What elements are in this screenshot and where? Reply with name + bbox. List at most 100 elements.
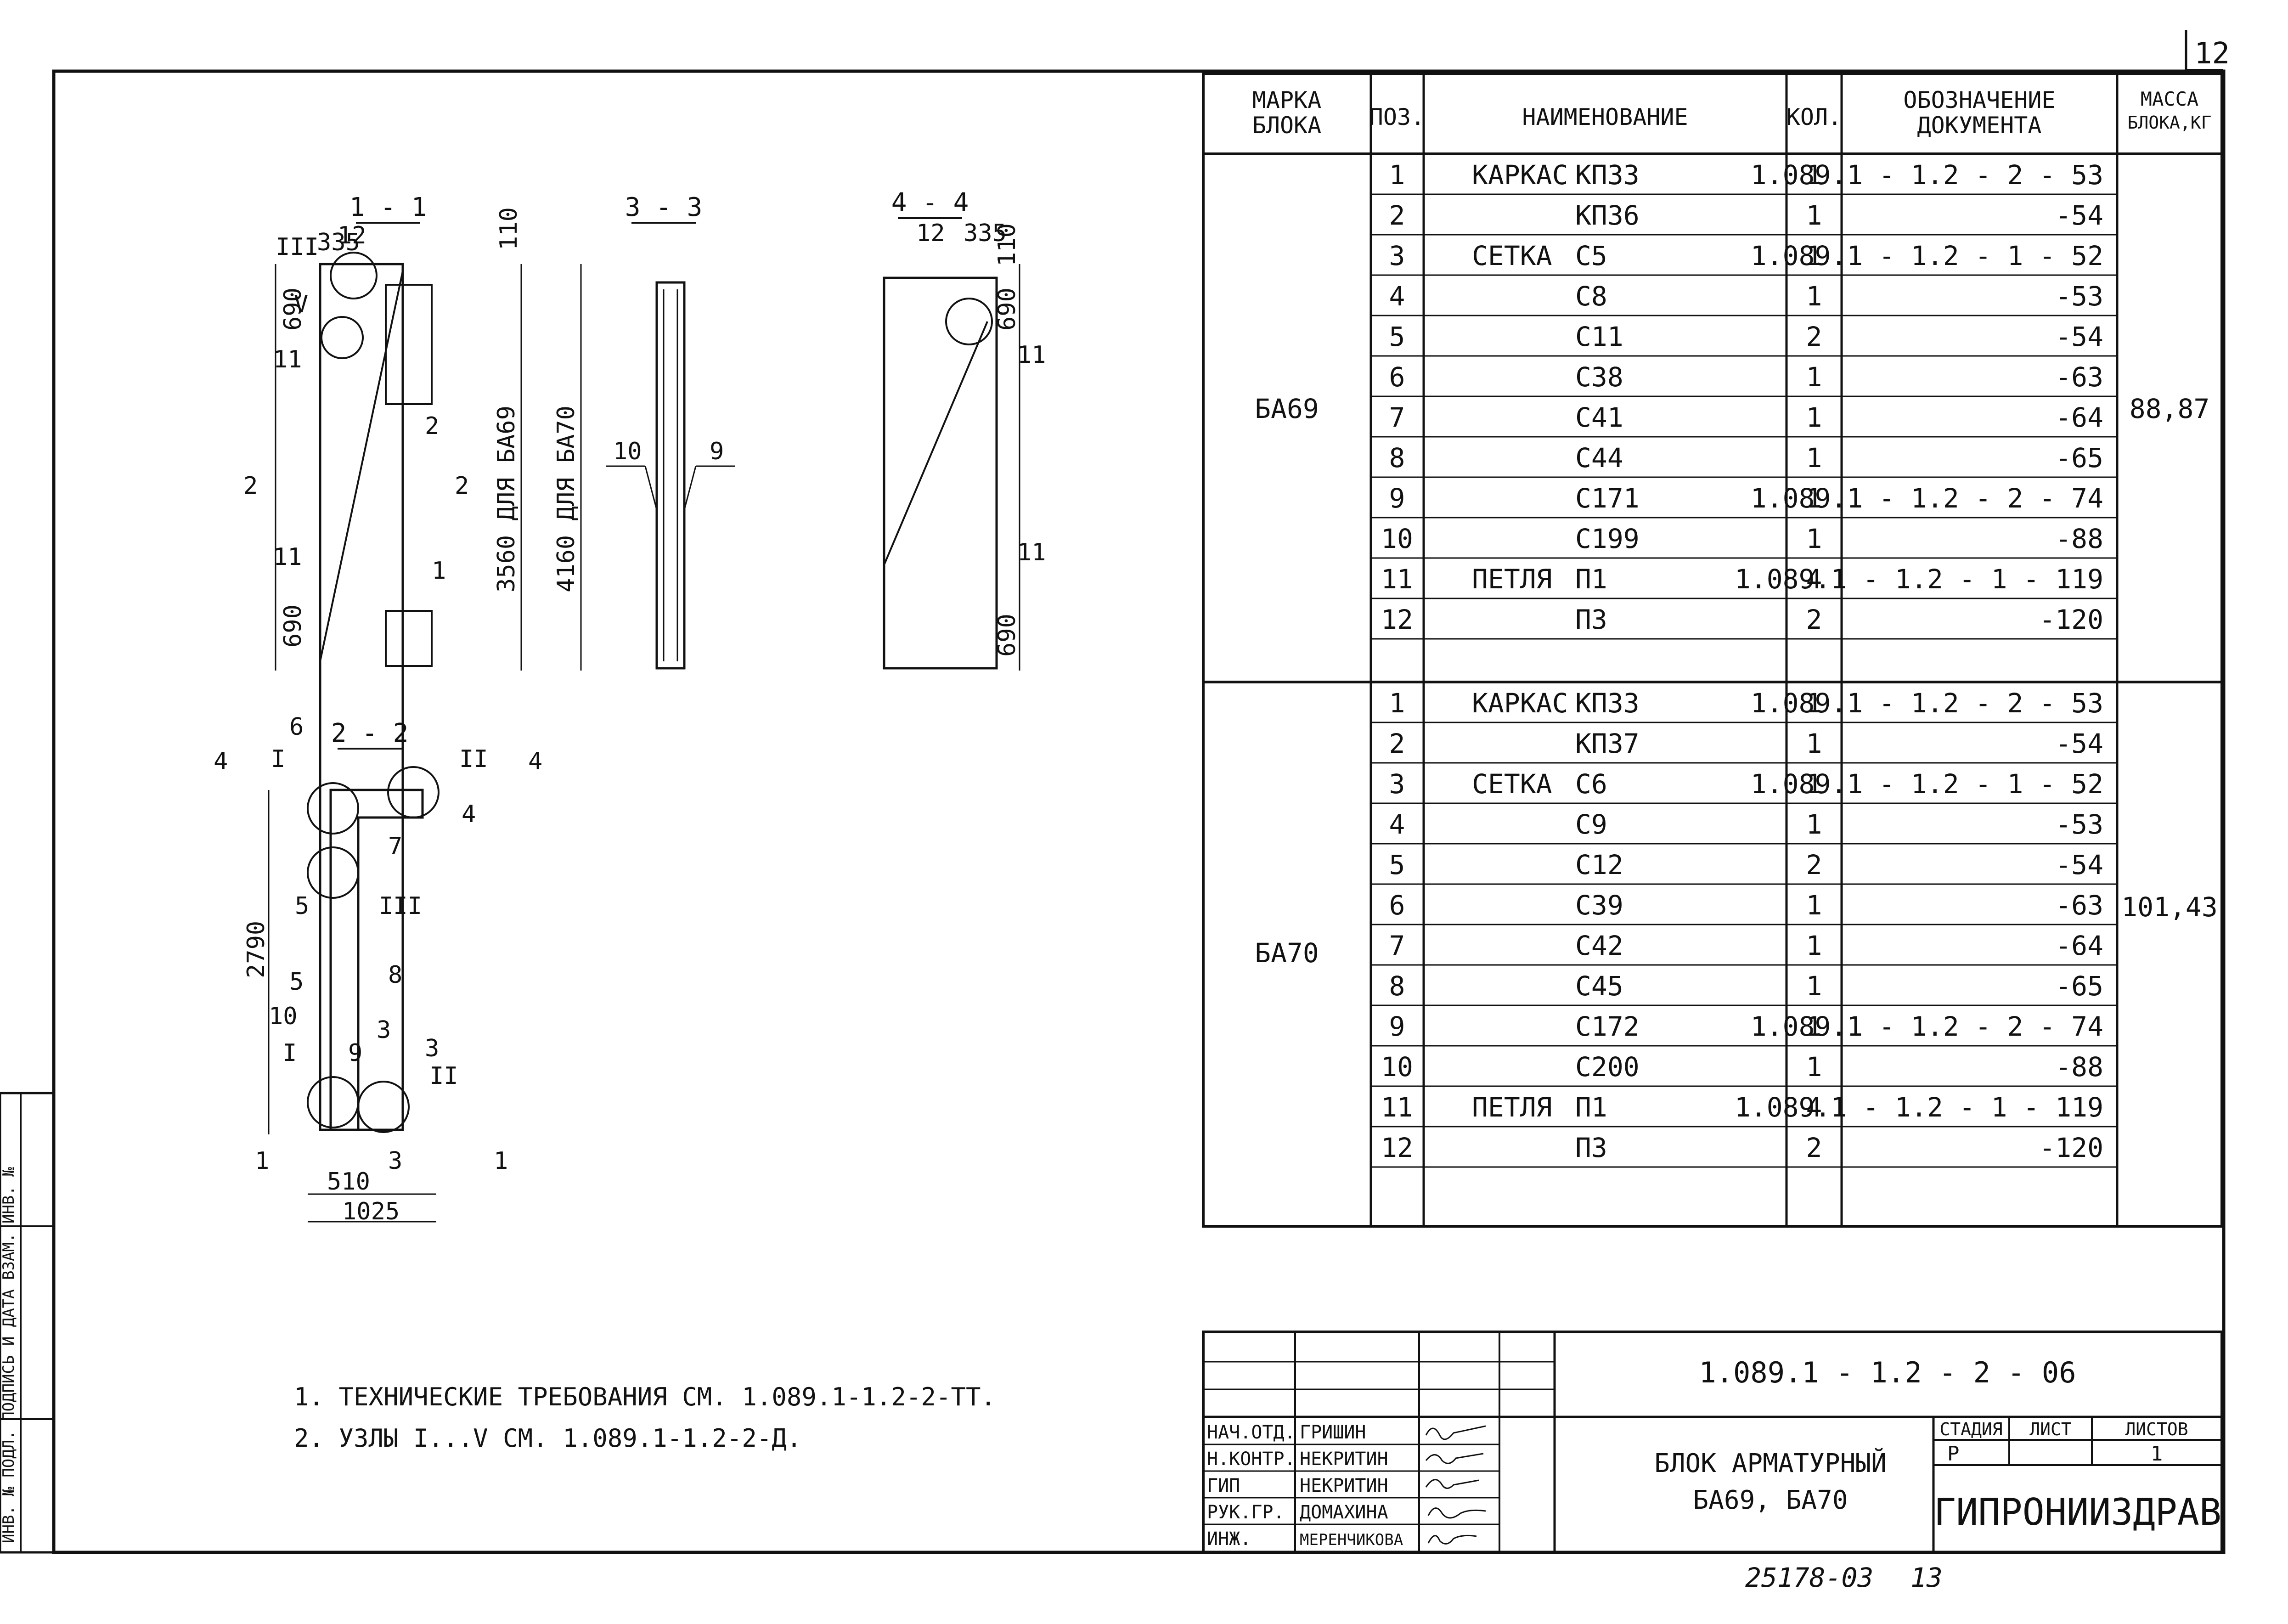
block-mass: 101,43 (2121, 891, 2218, 923)
cell-position: 11 (1381, 564, 1413, 595)
cell-position: 2 (1389, 728, 1405, 759)
cell-document: -63 (2055, 361, 2103, 393)
specification-table: МАРКА БЛОКА ПОЗ. НАИМЕНОВАНИЕ КОЛ. ОБОЗН… (1202, 72, 2223, 1228)
cell-position: 10 (1381, 523, 1413, 554)
cell-quantity: 1 (1806, 728, 1822, 759)
cell-name-code: С8 (1575, 281, 1607, 312)
section-label: 3 - 3 (625, 192, 703, 222)
dim-4160: 4160 ДЛЯ БА70 (552, 406, 580, 592)
dim-690: 690 (279, 604, 307, 648)
header-mark-2: БЛОКА (1252, 112, 1322, 139)
cell-quantity: 2 (1806, 849, 1822, 880)
cell-document: -88 (2055, 1051, 2103, 1083)
cell-name-code: П1 (1575, 564, 1607, 595)
header-mass: МАССА (2141, 88, 2198, 110)
cell-document: -120 (2039, 1132, 2103, 1163)
cell-position: 10 (1381, 1051, 1413, 1083)
cell-quantity: 1 (1806, 970, 1822, 1002)
cell-quantity: 2 (1806, 321, 1822, 352)
section-4-4: 4 - 4 335 110 690 690 12 11 11 (883, 188, 1046, 671)
staff-role: ИНЖ. (1207, 1528, 1251, 1550)
organization-name: ГИПРОНИИЗДРАВ (1934, 1491, 2221, 1534)
section-3-3: 3 - 3 10 9 (606, 192, 735, 670)
node-mark: III (276, 233, 319, 261)
cell-quantity: 4 (1806, 1092, 1822, 1123)
cell-position: 1 (1389, 159, 1405, 191)
cell-quantity: 1 (1806, 200, 1822, 231)
cell-name-type: СЕТКА (1472, 768, 1552, 800)
cell-document: 1.089.1 - 1.2 - 2 - 74 (1751, 483, 2103, 514)
dim-1025: 1025 (342, 1198, 400, 1225)
header-name: НАИМЕНОВАНИЕ (1522, 104, 1688, 130)
dim-510: 510 (327, 1168, 370, 1195)
header-doc-2: ДОКУМЕНТА (1917, 112, 2042, 139)
stage-label: СТАДИЯ (1939, 1419, 2002, 1439)
cell-position: 9 (1389, 1011, 1405, 1042)
cell-position: 12 (1381, 1132, 1413, 1163)
node-mark: II (429, 1062, 458, 1090)
signatures (1425, 1425, 1486, 1545)
header-mark: МАРКА (1252, 87, 1322, 113)
position-mark: 2 (425, 412, 439, 440)
cell-document: -53 (2055, 281, 2103, 312)
drawing-title: БЛОК АРМАТУРНЫЙ (1654, 1448, 1887, 1478)
section-1-1: 1 - 1 3560 ДЛЯ БА69 4160 ДЛЯ БА70 110 33… (243, 192, 582, 1131)
cell-name-code: С172 (1575, 1011, 1640, 1042)
cell-quantity: 1 (1806, 688, 1822, 719)
sheets-value: 1 (2151, 1442, 2163, 1466)
cell-name-code: П1 (1575, 1092, 1607, 1123)
cell-document: 1.089.1 - 1.2 - 1 - 52 (1751, 768, 2103, 800)
cell-document: -64 (2055, 930, 2103, 961)
sheets-label: ЛИСТОВ (2125, 1419, 2188, 1439)
position-mark: 9 (710, 438, 724, 465)
position-mark: 3 (388, 1147, 402, 1175)
cell-document: -54 (2055, 200, 2103, 231)
cell-document: -53 (2055, 809, 2103, 840)
cell-name-code: С6 (1575, 768, 1607, 800)
cell-document: -120 (2039, 604, 2103, 635)
position-mark: 3 (425, 1035, 439, 1062)
cell-position: 3 (1389, 768, 1405, 800)
title-block: НАЧ.ОТД. ГРИШИН Н.КОНТР. НЕКРИТИН ГИП НЕ… (1202, 1331, 2223, 1554)
cell-name-code: С38 (1575, 361, 1623, 393)
staff-role: Н.КОНТР. (1207, 1449, 1296, 1470)
sheet-label: ЛИСТ (2029, 1419, 2072, 1439)
cell-quantity: 1 (1806, 1051, 1822, 1083)
dim-335: 335 (964, 220, 1007, 247)
cell-quantity: 1 (1806, 442, 1822, 474)
block-mass: 88,87 (2130, 393, 2210, 424)
position-mark: 5 (295, 892, 309, 920)
cell-quantity: 2 (1806, 604, 1822, 635)
block-mark: БА70 (1255, 937, 1319, 969)
cell-name-code: С39 (1575, 890, 1623, 921)
cell-quantity: 1 (1806, 890, 1822, 921)
header-mass-2: БЛОКА,КГ (2127, 113, 2211, 133)
cell-quantity: 1 (1806, 240, 1822, 271)
cut-mark: 2 (243, 472, 258, 500)
cell-quantity: 2 (1806, 1132, 1822, 1163)
sheet-frame (52, 69, 2226, 1554)
cell-name-type: ПЕТЛЯ (1472, 1092, 1552, 1123)
cell-name-code: С171 (1575, 483, 1640, 514)
node-mark: II (459, 745, 488, 773)
node-mark: I (271, 745, 285, 773)
cell-quantity: 1 (1806, 523, 1822, 554)
cell-document: 1.089.1 - 1.2 - 1 - 52 (1751, 240, 2103, 271)
cell-name-type: КАРКАС (1472, 159, 1568, 191)
note-1: 1. ТЕХНИЧЕСКИЕ ТРЕБОВАНИЯ СМ. 1.089.1-1.… (294, 1382, 996, 1411)
dim-2790: 2790 (242, 921, 270, 978)
cell-quantity: 1 (1806, 1011, 1822, 1042)
position-mark: 11 (1017, 341, 1046, 369)
block-mark: БА69 (1255, 393, 1319, 424)
position-mark: 4 (462, 801, 476, 828)
cell-document: -54 (2055, 849, 2103, 880)
